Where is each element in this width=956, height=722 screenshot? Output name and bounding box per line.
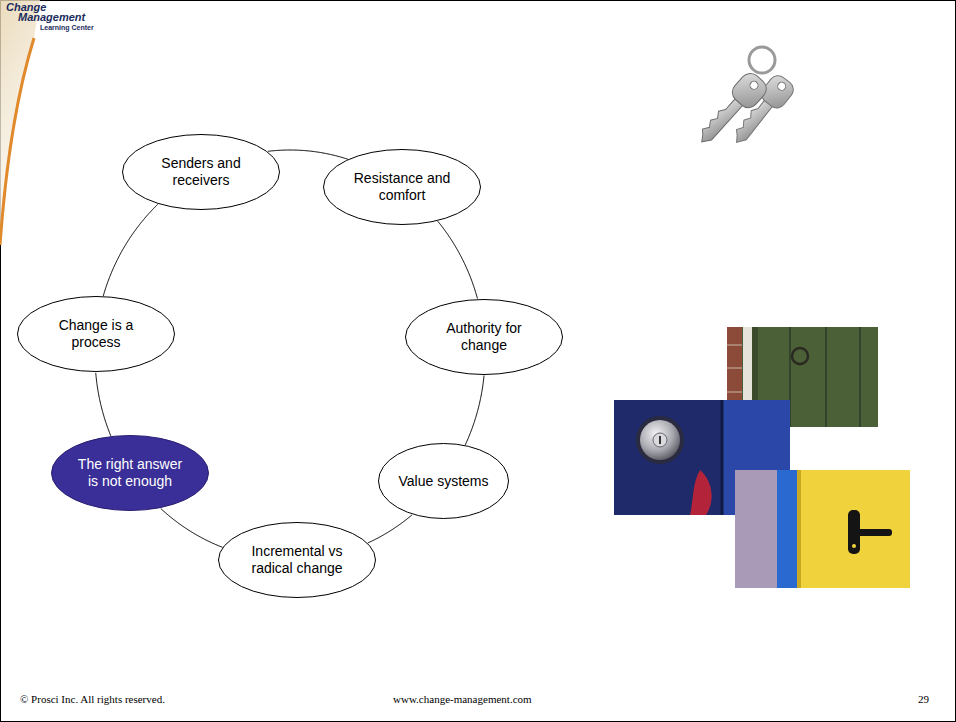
topic-label: Incremental vs radical change xyxy=(241,543,353,577)
node-text-box: The right answer is not enough xyxy=(74,456,186,490)
page-number: 29 xyxy=(918,693,929,706)
yellow-door-photo xyxy=(735,470,910,588)
node-text-box: Senders and receivers xyxy=(145,155,257,189)
topic-ellipse: Change is a process xyxy=(17,296,175,372)
cycle-arc xyxy=(161,509,223,548)
topic-ellipse: Senders and receivers xyxy=(122,134,280,210)
cycle-arc xyxy=(465,376,484,445)
topic-ellipse: The right answer is not enough xyxy=(51,435,209,511)
node-text-box: Resistance and comfort xyxy=(346,170,458,204)
node-text-box: Change is a process xyxy=(40,317,152,351)
copyright-note: © Prosci Inc. All rights reserved. xyxy=(20,693,165,706)
node-text-box: Value systems xyxy=(399,473,489,490)
topic-ellipse: Value systems xyxy=(378,443,509,519)
topic-ellipse: Resistance and comfort xyxy=(323,149,481,225)
topic-ellipse: Authority for change xyxy=(405,299,563,375)
website-url: www.change-management.com xyxy=(393,693,532,706)
topic-label: Senders and receivers xyxy=(145,155,257,189)
topic-label: Resistance and comfort xyxy=(346,170,458,204)
topic-label: Authority for change xyxy=(428,320,540,354)
logo-subtext: Learning Center xyxy=(40,24,94,32)
logo-swoosh xyxy=(0,38,34,245)
topic-label: Value systems xyxy=(399,473,489,490)
logo-text: Management xyxy=(18,11,85,24)
node-text-box: Authority for change xyxy=(428,320,540,354)
keys-photo xyxy=(692,47,797,152)
topic-label: Change is a process xyxy=(40,317,152,351)
cycle-arc xyxy=(103,204,157,295)
cycle-arc xyxy=(96,373,111,436)
topic-ellipse: Incremental vs radical change xyxy=(218,522,376,598)
cycle-arc xyxy=(368,515,412,543)
topic-label: The right answer is not enough xyxy=(74,456,186,490)
logo-swoosh-shade xyxy=(0,0,40,245)
cycle-arc xyxy=(438,221,478,298)
cycle-arc xyxy=(268,150,348,159)
node-text-box: Incremental vs radical change xyxy=(241,543,353,577)
